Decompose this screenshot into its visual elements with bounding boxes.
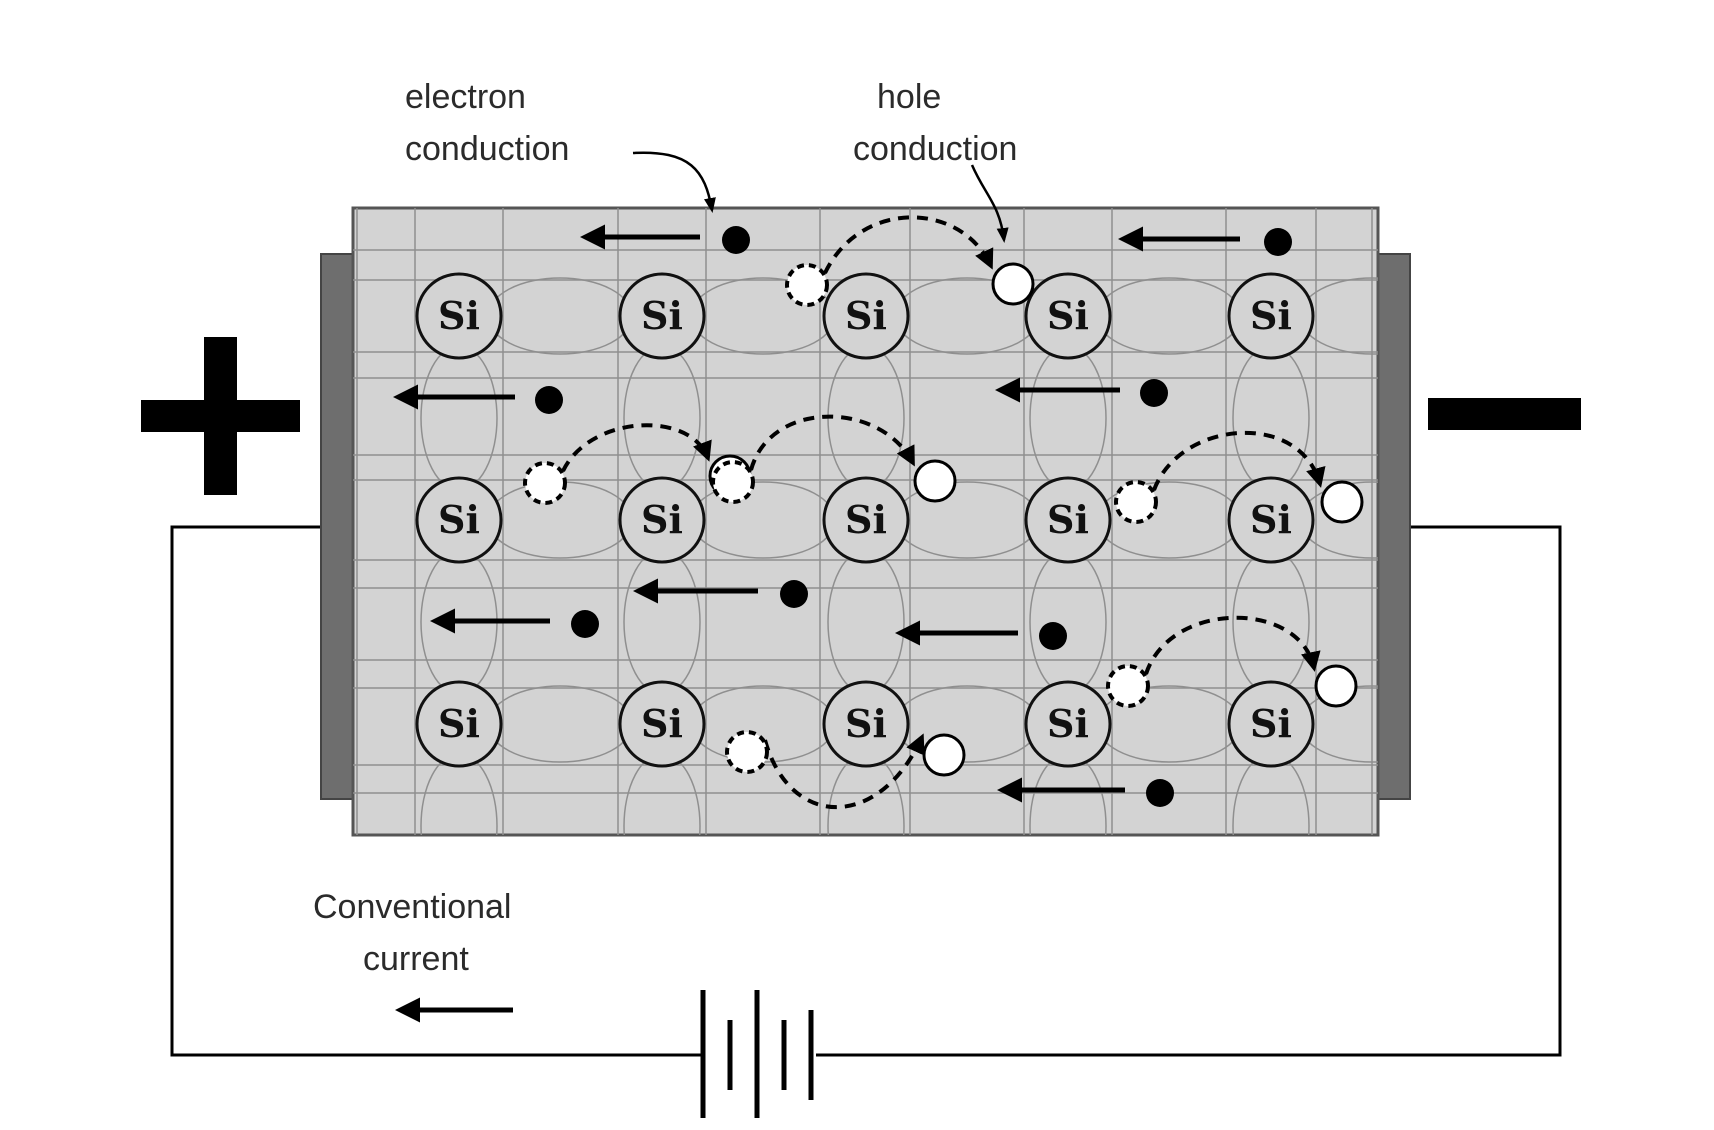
silicon-atom: Si <box>618 680 706 768</box>
silicon-atom-label: Si <box>1047 701 1089 746</box>
hole-hop <box>1114 430 1364 524</box>
silicon-atom: Si <box>822 476 910 564</box>
hole-hop <box>1106 615 1358 708</box>
silicon-atom-label: Si <box>845 497 887 542</box>
battery-symbol <box>700 990 814 1118</box>
hole-hop <box>725 730 966 809</box>
hole <box>1314 664 1358 708</box>
silicon-atom: Si <box>1227 680 1315 768</box>
hole-hop-arrow <box>1152 430 1326 491</box>
circuit-wire <box>170 525 1562 1057</box>
silicon-atom-label: Si <box>845 293 887 338</box>
hole-label-line1: hole <box>877 78 941 116</box>
hole-label-line2: conduction <box>853 130 1017 168</box>
negative-terminal <box>1428 398 1581 430</box>
silicon-atom-label: Si <box>438 497 480 542</box>
hole-hop <box>785 215 1035 307</box>
silicon-atom-label: Si <box>1047 497 1089 542</box>
electron <box>430 608 599 638</box>
hole-carriers <box>523 215 1364 809</box>
negative-terminal-text: − <box>0 0 1 1</box>
silicon-atom-label: Si <box>641 293 683 338</box>
positive-terminal <box>141 337 300 495</box>
electron-carriers <box>393 224 1292 807</box>
silicon-atom: Si <box>415 476 503 564</box>
silicon-atom-label: Si <box>438 293 480 338</box>
silicon-atom: Si <box>1227 476 1315 564</box>
electron-label-line1: electron <box>405 78 526 116</box>
positive-electrode <box>320 253 356 800</box>
silicon-atom: Si <box>415 680 503 768</box>
electron <box>633 578 808 608</box>
previous-hole <box>785 263 829 307</box>
positive-terminal-text: + <box>0 0 1 1</box>
hole-callout-arrow <box>970 164 1009 243</box>
silicon-atom-label: Si <box>641 701 683 746</box>
electron <box>1118 226 1292 256</box>
electron <box>895 620 1067 650</box>
silicon-atom: Si <box>415 272 503 360</box>
hole-hop-arrow <box>749 414 915 471</box>
silicon-atom: Si <box>1024 680 1112 768</box>
silicon-atom-label: Si <box>1250 701 1292 746</box>
previous-hole <box>523 461 567 505</box>
hole <box>991 262 1035 306</box>
silicon-atom: Si <box>1024 272 1112 360</box>
previous-hole <box>711 460 755 504</box>
electron <box>580 224 750 254</box>
silicon-atom-label: Si <box>845 701 887 746</box>
previous-hole <box>1106 664 1150 708</box>
silicon-atom-label: Si <box>641 497 683 542</box>
previous-hole <box>725 730 769 774</box>
silicon-atom-label: Si <box>438 701 480 746</box>
hole <box>922 733 966 777</box>
hole-hop <box>711 414 957 504</box>
silicon-atom: Si <box>618 476 706 564</box>
silicon-atom-label: Si <box>1250 497 1292 542</box>
electron <box>995 377 1168 407</box>
conventional-current-line2: current <box>363 940 469 978</box>
silicon-atom-label: Si <box>1047 293 1089 338</box>
hole <box>1320 480 1364 524</box>
silicon-atom: Si <box>822 680 910 768</box>
conventional-current-line1: Conventional <box>313 888 511 926</box>
electron-label-line2: conduction <box>405 130 569 168</box>
silicon-atom: Si <box>1227 272 1315 360</box>
electron-callout-arrow <box>632 151 716 213</box>
silicon-atom: Si <box>822 272 910 360</box>
silicon-atom-label: Si <box>1250 293 1292 338</box>
silicon-atom: Si <box>618 272 706 360</box>
hole-hop-arrow <box>1144 615 1321 675</box>
electron <box>393 384 563 414</box>
hole-hop-arrow <box>561 423 712 472</box>
negative-electrode <box>1375 253 1411 800</box>
electron <box>997 777 1174 807</box>
hole <box>913 459 957 503</box>
silicon-atom: Si <box>1024 476 1112 564</box>
hole-hop-arrow <box>823 215 994 274</box>
previous-hole <box>1114 480 1158 524</box>
